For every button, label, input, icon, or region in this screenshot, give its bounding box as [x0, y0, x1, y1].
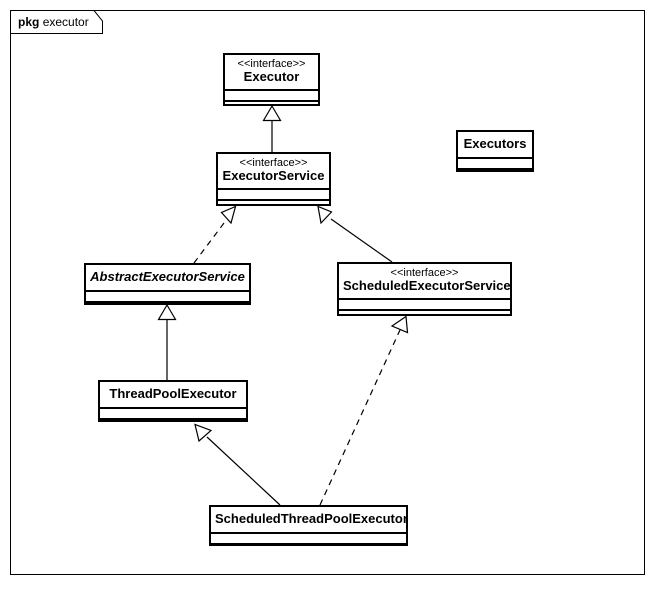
- class-header-executorservice: <<interface>> ExecutorService: [218, 154, 329, 190]
- class-header-abstractexecutorservice: AbstractExecutorService: [86, 265, 249, 292]
- package-frame: [10, 10, 645, 575]
- class-box-executorservice[interactable]: <<interface>> ExecutorService: [216, 152, 331, 206]
- class-box-executor[interactable]: <<interface>> Executor: [223, 53, 320, 106]
- relation-scheduledthreadpoolexecutor-implements-scheduledexecutorservice: [319, 315, 409, 506]
- class-name-threadpoolexecutor: ThreadPoolExecutor: [109, 386, 237, 401]
- attributes-compartment-abstractexecutorservice: [86, 292, 249, 303]
- package-name: executor: [42, 15, 89, 29]
- operations-compartment-scheduledexecutorservice: [339, 311, 510, 322]
- class-name-executor: Executor: [243, 69, 300, 85]
- class-header-scheduledexecutorservice: <<interface>> ScheduledExecutorService: [339, 264, 511, 300]
- class-header-executors: Executors: [458, 132, 532, 159]
- class-name-scheduledexecutorservice: ScheduledExecutorService: [343, 278, 511, 294]
- class-header-threadpoolexecutor: ThreadPoolExecutor: [100, 382, 246, 409]
- package-name-tab: pkg executor: [10, 10, 103, 34]
- attributes-compartment-scheduledexecutorservice: [339, 300, 510, 311]
- class-name-abstractexecutorservice: AbstractExecutorService: [90, 269, 245, 284]
- class-name-executorservice: ExecutorService: [222, 168, 325, 184]
- class-box-scheduledexecutorservice[interactable]: <<interface>> ScheduledExecutorService: [337, 262, 512, 316]
- relation-scheduledthreadpoolexecutor-extends-threadpoolexecutor: [194, 423, 281, 506]
- class-header-scheduledthreadpoolexecutor: ScheduledThreadPoolExecutor: [211, 507, 408, 534]
- class-box-threadpoolexecutor[interactable]: ThreadPoolExecutor: [98, 380, 248, 422]
- package-keyword: pkg: [18, 15, 40, 29]
- stereotype-label-executorservice: <<interface>>: [239, 157, 308, 169]
- operations-compartment-abstractexecutorservice: [86, 303, 249, 314]
- class-name-scheduledthreadpoolexecutor: ScheduledThreadPoolExecutor: [215, 511, 408, 526]
- stereotype-label-executor: <<interface>>: [237, 58, 306, 70]
- class-header-executor: <<interface>> Executor: [225, 55, 318, 91]
- operations-compartment-scheduledthreadpoolexecutor: [211, 545, 406, 556]
- class-box-executors[interactable]: Executors: [456, 130, 534, 172]
- relation-scheduledexecutorservice-extends-executorservice: [317, 205, 393, 263]
- relation-executorservice-extends-executor: [262, 104, 282, 152]
- stereotype-label-scheduledexecutorservice: <<interface>>: [390, 267, 459, 279]
- operations-compartment-executor: [225, 102, 318, 113]
- attributes-compartment-executor: [225, 91, 318, 102]
- attributes-compartment-threadpoolexecutor: [100, 409, 246, 420]
- relation-threadpoolexecutor-extends-abstractexecutorservice: [157, 303, 177, 380]
- operations-compartment-executorservice: [218, 201, 329, 212]
- class-name-executors: Executors: [463, 136, 527, 151]
- relation-abstractexecutorservice-implements-executorservice: [193, 205, 237, 264]
- attributes-compartment-executorservice: [218, 190, 329, 201]
- attributes-compartment-scheduledthreadpoolexecutor: [211, 534, 406, 545]
- class-box-abstractexecutorservice[interactable]: AbstractExecutorService: [84, 263, 251, 305]
- operations-compartment-executors: [458, 170, 532, 181]
- attributes-compartment-executors: [458, 159, 532, 170]
- operations-compartment-threadpoolexecutor: [100, 420, 246, 431]
- package-tab-shape: [10, 10, 103, 34]
- class-box-scheduledthreadpoolexecutor[interactable]: ScheduledThreadPoolExecutor: [209, 505, 408, 546]
